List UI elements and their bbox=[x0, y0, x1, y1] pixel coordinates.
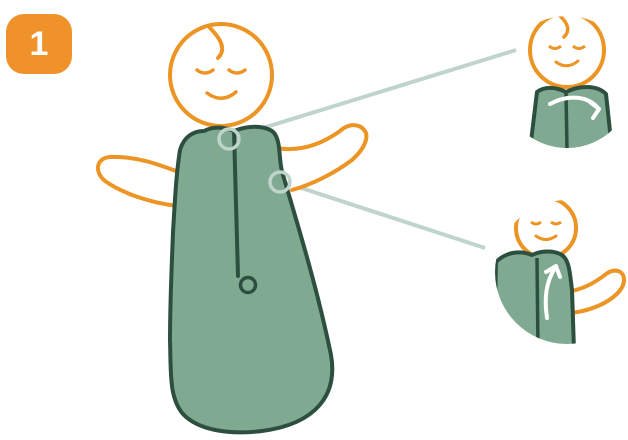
step-number-badge: 1 bbox=[6, 14, 72, 74]
baby-head bbox=[170, 24, 272, 126]
armhole-snap-detail bbox=[494, 198, 624, 350]
neck-snap-detail bbox=[530, 13, 612, 150]
